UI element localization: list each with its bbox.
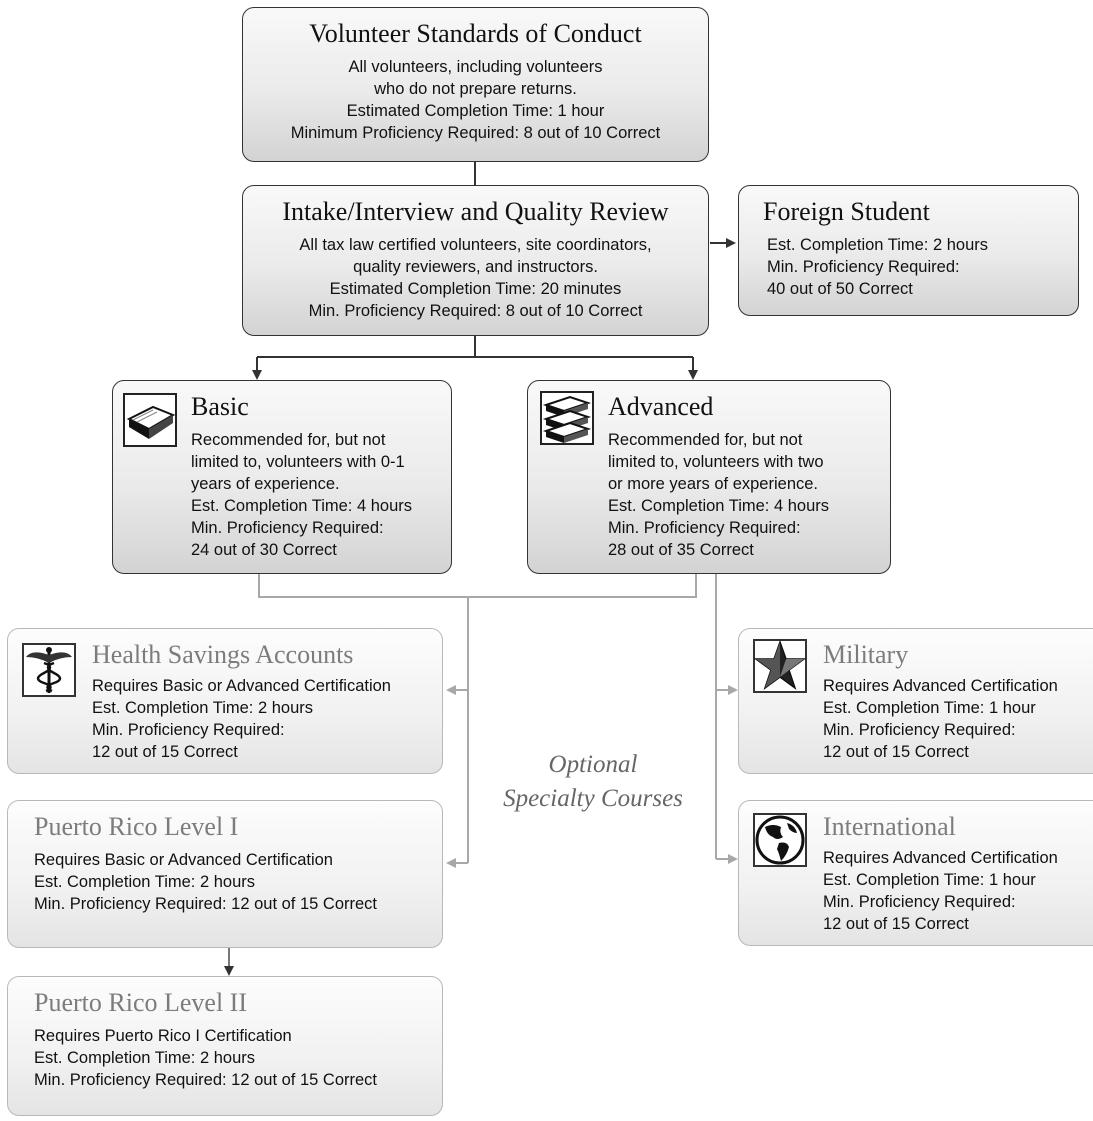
desc-line: Recommended for, but not [191, 431, 386, 449]
node-title: Puerto Rico Level I [34, 812, 239, 841]
desc-line: Estimated Completion Time: 20 minutes [329, 280, 622, 298]
node-international: International Requires Advanced Certific… [738, 800, 1093, 946]
node-basic: Basic Recommended for, but not limited t… [112, 380, 452, 574]
node-title: Foreign Student [763, 197, 930, 226]
desc-line: Requires Advanced Certification [823, 849, 1058, 867]
desc-line: 12 out of 15 Correct [823, 915, 969, 933]
desc-line: Min. Proficiency Required: [191, 519, 384, 537]
star-icon [753, 639, 807, 693]
desc-line: Est. Completion Time: 2 hours [92, 699, 314, 717]
desc-line: Minimum Proficiency Required: 8 out of 1… [290, 124, 661, 142]
desc-line: Est. Completion Time: 1 hour [823, 871, 1036, 889]
connector-specialty-bus [258, 574, 697, 863]
desc-line: or more years of experience. [608, 475, 819, 493]
desc-line: who do not prepare returns. [374, 80, 577, 98]
book-icon [123, 393, 177, 447]
node-description: All tax law certified volunteers, site c… [243, 234, 708, 322]
node-description: Requires Basic or Advanced Certification… [34, 849, 442, 915]
desc-line: 28 out of 35 Correct [608, 541, 754, 559]
node-title: Volunteer Standards of Conduct [309, 19, 642, 48]
node-military: Military Requires Advanced Certification… [738, 628, 1093, 774]
desc-line: limited to, volunteers with 0-1 [191, 453, 405, 471]
label-line: Optional [548, 751, 638, 778]
desc-line: All volunteers, including volunteers [348, 58, 603, 76]
desc-line: Min. Proficiency Required: [608, 519, 801, 537]
node-description: All volunteers, including volunteers who… [243, 56, 708, 144]
desc-line: Min. Proficiency Required: 12 out of 15 … [34, 895, 377, 913]
desc-line: Requires Basic or Advanced Certification [34, 851, 333, 869]
desc-line: Est. Completion Time: 4 hours [191, 497, 413, 515]
connector-intake-split [257, 336, 693, 358]
desc-line: Min. Proficiency Required: [92, 721, 285, 739]
node-title: Health Savings Accounts [92, 640, 354, 669]
desc-line: Min. Proficiency Required: [823, 893, 1016, 911]
node-title: Basic [191, 392, 249, 421]
desc-line: Est. Completion Time: 2 hours [767, 236, 989, 254]
node-puerto-rico-level-2: Puerto Rico Level II Requires Puerto Ric… [7, 976, 443, 1116]
optional-specialty-label: Optional Specialty Courses [478, 748, 708, 816]
desc-line: All tax law certified volunteers, site c… [299, 236, 652, 254]
desc-line: 12 out of 15 Correct [92, 743, 238, 761]
node-description: Requires Basic or Advanced Certification… [92, 675, 391, 763]
desc-line: Min. Proficiency Required: 8 out of 10 C… [308, 302, 643, 320]
desc-line: Est. Completion Time: 2 hours [34, 1049, 256, 1067]
node-title: International [823, 812, 956, 841]
node-title: Advanced [608, 392, 714, 421]
desc-line: years of experience. [191, 475, 340, 493]
desc-line: 24 out of 30 Correct [191, 541, 337, 559]
desc-line: Min. Proficiency Required: [767, 258, 960, 276]
node-title: Military [823, 640, 909, 669]
desc-line: Recommended for, but not [608, 431, 803, 449]
desc-line: limited to, volunteers with two [608, 453, 824, 471]
node-description: Est. Completion Time: 2 hours Min. Profi… [767, 234, 1078, 300]
node-foreign-student: Foreign Student Est. Completion Time: 2 … [738, 185, 1079, 316]
node-volunteer-standards: Volunteer Standards of Conduct All volun… [242, 7, 709, 162]
node-description: Requires Advanced Certification Est. Com… [823, 847, 1058, 935]
caduceus-icon [22, 643, 76, 697]
desc-line: Requires Puerto Rico I Certification [34, 1027, 292, 1045]
node-puerto-rico-level-1: Puerto Rico Level I Requires Basic or Ad… [7, 800, 443, 948]
node-advanced: Advanced Recommended for, but not limite… [527, 380, 891, 574]
desc-line: Min. Proficiency Required: [823, 721, 1016, 739]
desc-line: Est. Completion Time: 2 hours [34, 873, 256, 891]
desc-line: 40 out of 50 Correct [767, 280, 913, 298]
desc-line: 12 out of 15 Correct [823, 743, 969, 761]
node-description: Recommended for, but not limited to, vol… [191, 429, 412, 561]
desc-line: Est. Completion Time: 4 hours [608, 497, 830, 515]
desc-line: Est. Completion Time: 1 hour [823, 699, 1036, 717]
desc-line: Requires Advanced Certification [823, 677, 1058, 695]
node-description: Recommended for, but not limited to, vol… [608, 429, 829, 561]
node-description: Requires Puerto Rico I Certification Est… [34, 1025, 442, 1091]
node-title: Puerto Rico Level II [34, 988, 247, 1017]
desc-line: quality reviewers, and instructors. [353, 258, 598, 276]
desc-line: Estimated Completion Time: 1 hour [346, 102, 605, 120]
node-health-savings-accounts: Health Savings Accounts Requires Basic o… [7, 628, 443, 774]
globe-icon [753, 813, 807, 867]
desc-line: Requires Basic or Advanced Certification [92, 677, 391, 695]
node-title: Intake/Interview and Quality Review [282, 197, 669, 226]
node-intake-interview: Intake/Interview and Quality Review All … [242, 185, 709, 336]
label-line: Specialty Courses [503, 785, 683, 812]
node-description: Requires Advanced Certification Est. Com… [823, 675, 1058, 763]
desc-line: Min. Proficiency Required: 12 out of 15 … [34, 1071, 377, 1089]
books-stack-icon [540, 391, 594, 445]
